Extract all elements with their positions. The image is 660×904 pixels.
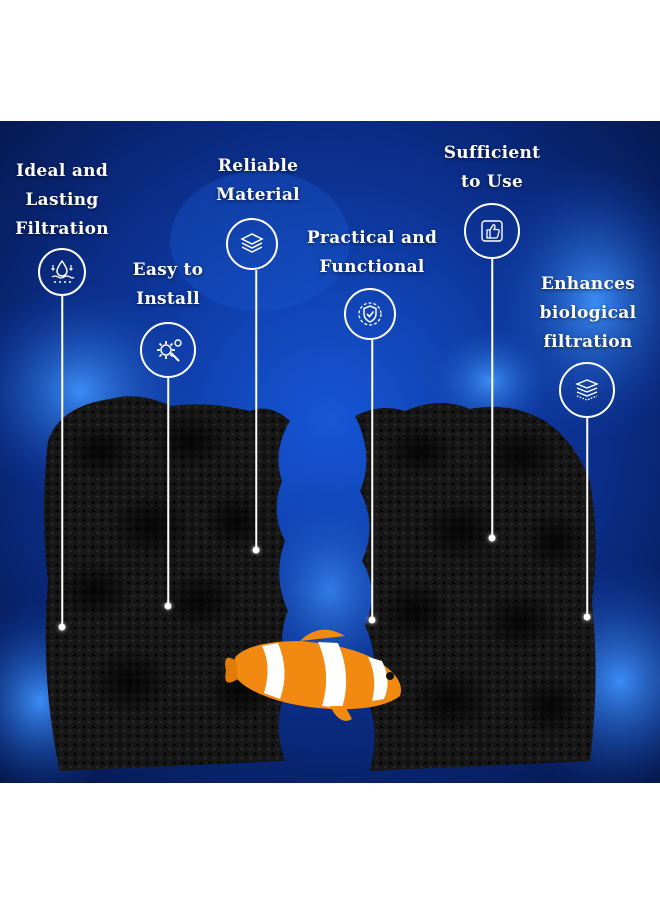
- callout-dot: [58, 623, 66, 631]
- feature-label: Ideal and Lasting Filtration: [15, 161, 109, 239]
- aquarium-photo: [0, 121, 660, 783]
- callout-dot: [488, 534, 496, 542]
- feature-label: Practical and Functional: [306, 228, 438, 277]
- feature-label: Reliable Material: [216, 156, 300, 205]
- clownfish: [225, 629, 401, 721]
- feature-label: Easy to Install: [132, 260, 204, 309]
- callout-line: [255, 270, 257, 548]
- gear-wrench-icon: [140, 322, 196, 378]
- water-drop-filtration-icon: [38, 248, 86, 296]
- thumbs-up-icon: [464, 203, 520, 259]
- feature-label: Enhances biological filtration: [539, 274, 637, 352]
- aquarium-background: [0, 121, 660, 783]
- callout-dot: [252, 546, 260, 554]
- callout-line: [371, 340, 373, 617]
- callout-line: [61, 296, 63, 624]
- callout-dot: [368, 616, 376, 624]
- callout-dot: [583, 613, 591, 621]
- callout-dot: [164, 602, 172, 610]
- shield-check-badge-icon: [344, 288, 396, 340]
- callout-line: [491, 259, 493, 535]
- callout-line: [586, 418, 588, 614]
- filter-layers-icon: [559, 362, 615, 418]
- callout-line: [167, 378, 169, 603]
- stacked-layers-icon: [226, 218, 278, 270]
- feature-label: Sufficient to Use: [443, 143, 541, 192]
